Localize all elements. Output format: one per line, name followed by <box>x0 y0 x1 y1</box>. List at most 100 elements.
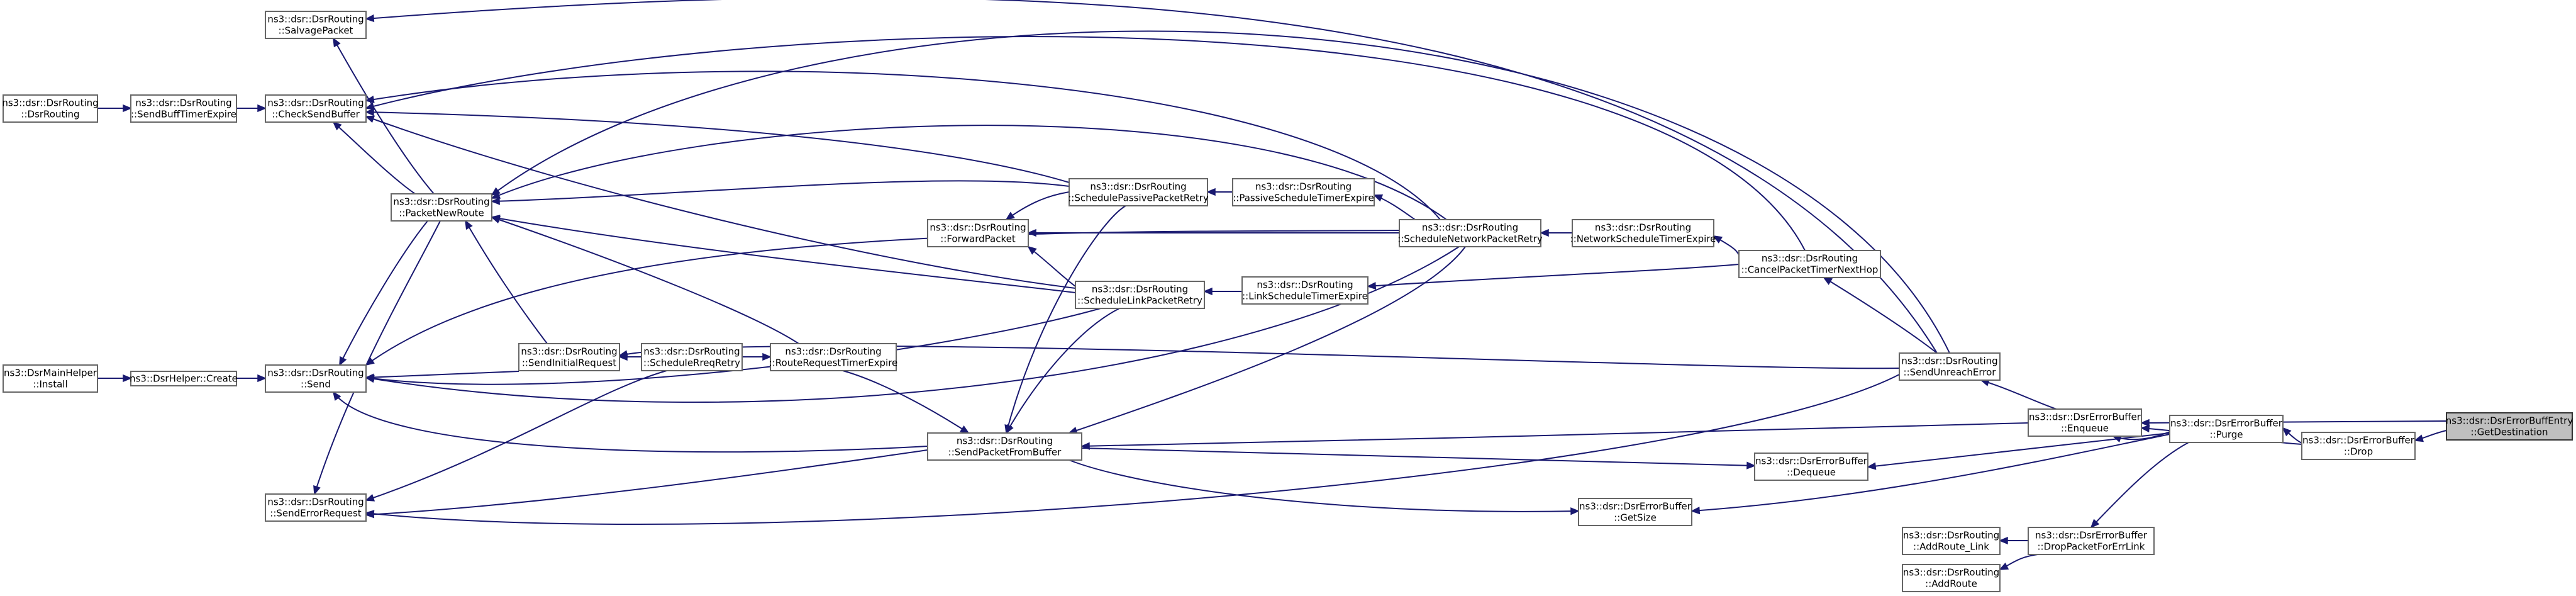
edge-packetnewroute-to-schedpassive <box>491 180 1070 202</box>
node-box[interactable] <box>1899 352 2001 381</box>
arrowhead-drop-to-getdest <box>2414 434 2424 442</box>
node-box[interactable] <box>265 94 367 123</box>
node-networktimer[interactable]: ns3::dsr::DsrRouting::NetworkScheduleTim… <box>1570 219 1716 247</box>
node-box[interactable] <box>1902 564 2001 592</box>
node-box[interactable] <box>265 364 367 393</box>
arrowhead-schedlink-to-linktimer <box>1203 287 1213 296</box>
node-box[interactable] <box>1241 276 1368 305</box>
node-mainhelper[interactable]: ns3::DsrMainHelper::Install <box>3 364 98 393</box>
node-dropforerr[interactable]: ns3::dsr::DsrErrorBuffer::DropPacketForE… <box>2028 527 2155 555</box>
node-box[interactable] <box>1754 453 1868 481</box>
node-box[interactable] <box>265 11 367 39</box>
arrowhead-sendfrombuffer-to-routereqtimer <box>959 425 970 434</box>
node-label-line: ::CancelPacketTimerNextHop <box>1741 264 1879 276</box>
node-schedlink[interactable]: ns3::dsr::DsrRouting::ScheduleLinkPacket… <box>1075 281 1205 309</box>
node-sendinitial[interactable]: ns3::dsr::DsrRouting::SendInitialRequest <box>518 343 620 371</box>
edge-sendunreach-to-enqueue <box>1980 380 2057 410</box>
node-box[interactable] <box>1075 281 1205 309</box>
node-box[interactable] <box>2169 415 2284 443</box>
node-schedreq[interactable]: ns3::dsr::DsrRouting::ScheduleRreqRetry <box>641 343 743 371</box>
arrowhead-sendbuff-to-dsrrouting <box>123 104 132 113</box>
node-sendbuff[interactable]: ns3::dsr::DsrRouting::SendBuffTimerExpir… <box>130 94 237 123</box>
node-box[interactable] <box>1738 250 1881 278</box>
node-box[interactable] <box>927 219 1029 247</box>
arrowhead-schednetwork-to-networktimer <box>1540 228 1549 237</box>
node-box[interactable] <box>3 94 98 123</box>
node-routereqtimer[interactable]: ns3::dsr::DsrRouting::RouteRequestTimerE… <box>769 343 898 371</box>
node-label-line: ::SendBuffTimerExpire <box>131 109 236 120</box>
edge-sendfrombuffer-to-schednetwork <box>1069 246 1466 434</box>
node-label-line: ns3::DsrMainHelper <box>4 368 97 379</box>
node-dsrrouting-ctor[interactable]: ns3::dsr::DsrRouting::DsrRouting <box>2 94 99 123</box>
arrowhead-send-to-sendinitial <box>365 373 374 381</box>
node-box[interactable] <box>3 364 98 393</box>
node-helpercreate[interactable]: ns3::DsrHelper::Create <box>130 371 238 386</box>
arrowhead-forward-to-schedlink <box>1027 245 1037 255</box>
node-label-line: ::GetSize <box>1614 512 1657 524</box>
node-box[interactable] <box>1578 498 1692 526</box>
arrowhead-forward-to-schednetwork <box>1027 228 1036 237</box>
arrowhead-purge-to-drop <box>2282 427 2292 437</box>
arrowhead-enqueue-to-getdest <box>2140 419 2150 427</box>
arrowhead-schedpassive-to-passivetimer <box>1206 188 1216 196</box>
node-salvage[interactable]: ns3::dsr::DsrRouting::SalvagePacket <box>265 11 367 39</box>
node-schedpassive[interactable]: ns3::dsr::DsrRouting::SchedulePassivePac… <box>1068 178 1209 206</box>
node-purge[interactable]: ns3::dsr::DsrErrorBuffer::Purge <box>2169 415 2284 443</box>
node-canceltimer[interactable]: ns3::dsr::DsrRouting::CancelPacketTimerN… <box>1738 250 1881 278</box>
node-box[interactable] <box>2028 527 2155 555</box>
node-box[interactable] <box>2446 412 2573 441</box>
node-getdest[interactable]: ns3::dsr::DsrErrorBuffEntry::GetDestinat… <box>2446 412 2573 441</box>
node-box[interactable] <box>770 343 897 371</box>
arrowhead-packetnewroute-to-routereqtimer <box>491 216 501 223</box>
node-send[interactable]: ns3::dsr::DsrRouting::Send <box>265 364 367 393</box>
node-box[interactable] <box>130 371 237 386</box>
node-box[interactable] <box>1069 178 1208 206</box>
node-sendunreach[interactable]: ns3::dsr::DsrRouting::SendUnreachError <box>1899 352 2001 381</box>
node-getsize[interactable]: ns3::dsr::DsrErrorBuffer::GetSize <box>1578 498 1692 526</box>
node-packetnewroute[interactable]: ns3::dsr::DsrRouting::PacketNewRoute <box>391 193 492 222</box>
node-box[interactable] <box>265 493 367 522</box>
node-box[interactable] <box>1572 219 1714 247</box>
node-label-line: ns3::dsr::DsrErrorBuffEntry <box>2446 415 2573 427</box>
node-box[interactable] <box>518 343 620 371</box>
node-enqueue[interactable]: ns3::dsr::DsrErrorBuffer::Enqueue <box>2028 408 2142 437</box>
node-sendfrombuffer[interactable]: ns3::dsr::DsrRouting::SendPacketFromBuff… <box>927 432 1082 461</box>
node-schednetwork[interactable]: ns3::dsr::DsrRouting::ScheduleNetworkPac… <box>1397 219 1543 247</box>
node-senderrreq[interactable]: ns3::dsr::DsrRouting::SendErrorRequest <box>265 493 367 522</box>
node-forward[interactable]: ns3::dsr::DsrRouting::ForwardPacket <box>927 219 1029 247</box>
arrowhead-checksend-to-schedpassive <box>365 108 374 116</box>
arrowhead-getsize-to-sendfrombuffer <box>1570 507 1580 515</box>
node-label-line: ns3::dsr::DsrRouting <box>1092 284 1188 295</box>
node-box[interactable] <box>2301 432 2416 460</box>
arrowhead-networktimer-to-canceltimer <box>1713 235 1723 244</box>
arrowhead-checksend-to-sendbuff <box>257 104 267 113</box>
node-label-line: ns3::dsr::DsrRouting <box>1090 181 1186 193</box>
node-box[interactable] <box>1902 527 2001 555</box>
edge-dequeue-to-sendfrombuffer <box>1081 447 1755 466</box>
node-label-line: ::Drop <box>2344 446 2373 458</box>
node-box[interactable] <box>391 193 492 222</box>
node-checksend[interactable]: ns3::dsr::DsrRouting::CheckSendBuffer <box>265 94 367 123</box>
node-box[interactable] <box>1232 178 1375 206</box>
node-addroute[interactable]: ns3::dsr::DsrRouting::AddRoute <box>1902 564 2001 592</box>
node-label-line: ::SchedulePassivePacketRetry <box>1068 193 1209 204</box>
node-box[interactable] <box>1399 219 1541 247</box>
node-box[interactable] <box>2028 408 2142 437</box>
arrowhead-senderrreq-to-sendfrombuffer <box>365 510 375 519</box>
node-addroutelink[interactable]: ns3::dsr::DsrRouting::AddRoute_Link <box>1902 527 2001 555</box>
node-box[interactable] <box>641 343 743 371</box>
node-box[interactable] <box>927 432 1082 461</box>
arrowhead-checksend-to-schedlink <box>365 115 375 123</box>
node-linktimer[interactable]: ns3::dsr::DsrRouting::LinkScheduleTimerE… <box>1241 276 1368 305</box>
arrowhead-send-to-helpercreate <box>257 374 267 383</box>
edge-salvage-to-packetnewroute <box>333 38 435 194</box>
node-label-line: ns3::dsr::DsrErrorBuffer <box>1755 456 1868 467</box>
node-label-line: ns3::dsr::DsrErrorBuffer <box>2170 418 2283 429</box>
node-box[interactable] <box>130 94 237 123</box>
edge-senderrreq-to-sendfrombuffer <box>365 449 928 515</box>
node-drop[interactable]: ns3::dsr::DsrErrorBuffer::Drop <box>2301 432 2416 460</box>
edge-checksend-to-canceltimer <box>365 36 1806 251</box>
node-passivetimer[interactable]: ns3::dsr::DsrRouting::PassiveScheduleTim… <box>1232 178 1375 206</box>
edge-forward-to-schedlink <box>1028 246 1076 287</box>
node-dequeue[interactable]: ns3::dsr::DsrErrorBuffer::Dequeue <box>1754 453 1868 481</box>
